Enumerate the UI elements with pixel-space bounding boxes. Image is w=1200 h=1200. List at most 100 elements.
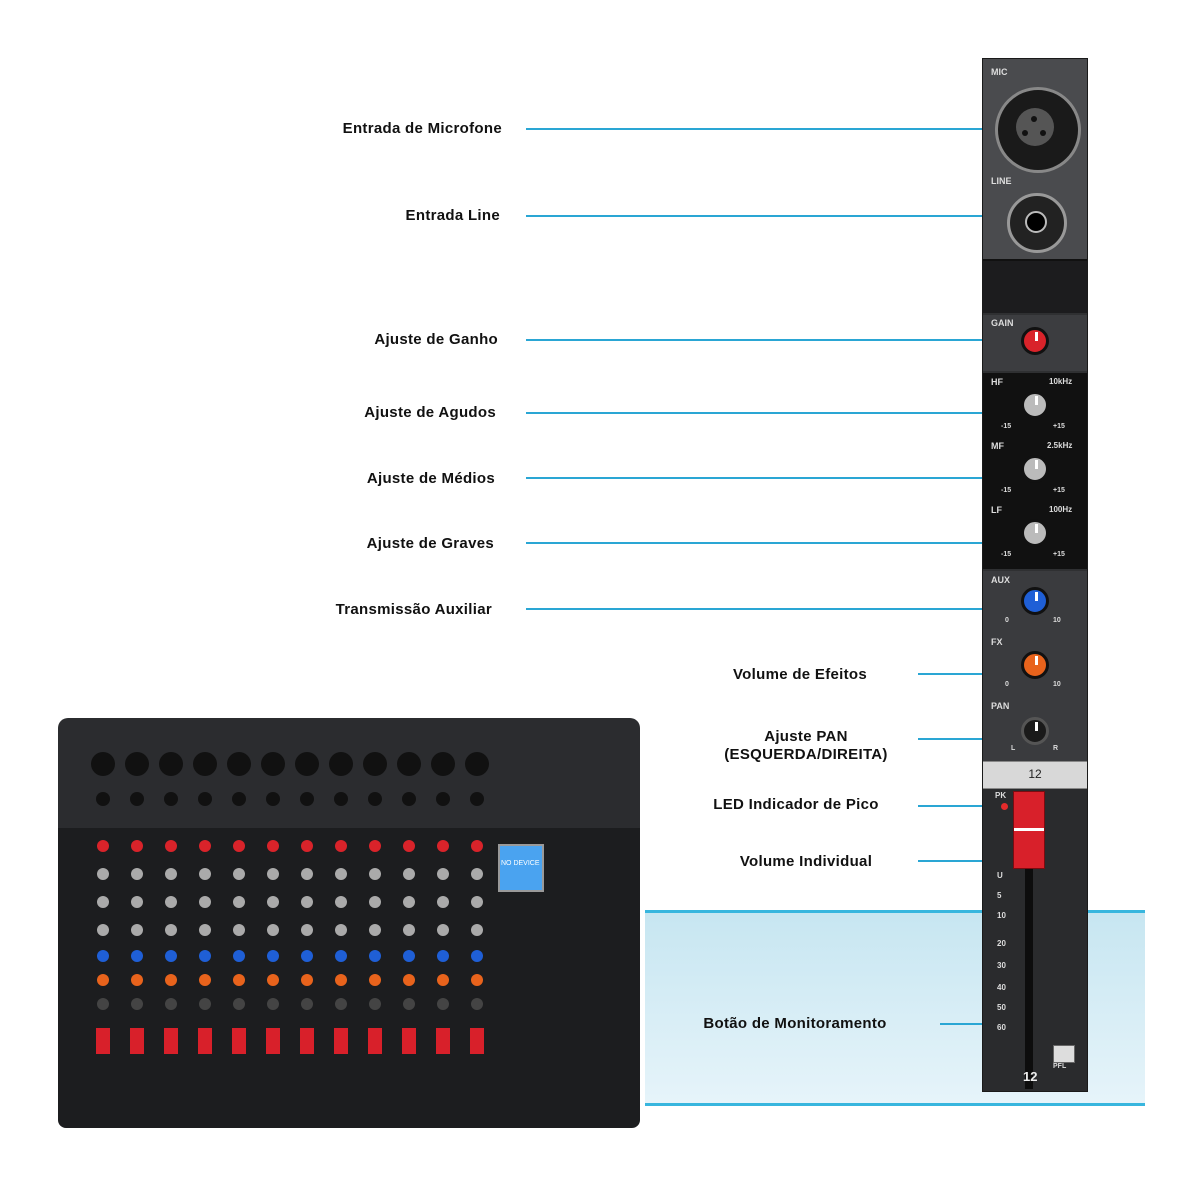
mini-fx-knob — [369, 974, 381, 986]
mini-lf-knob — [233, 924, 245, 936]
mini-line-jack — [266, 792, 280, 806]
mic-label: MIC — [991, 67, 1008, 77]
mini-mf-knob — [301, 896, 313, 908]
mini-fx-knob — [437, 974, 449, 986]
label-mic-input: Entrada de Microfone — [342, 120, 502, 137]
mini-fx-knob — [165, 974, 177, 986]
mini-line-jack — [198, 792, 212, 806]
mini-gain-knob — [233, 840, 245, 852]
mini-hf-knob — [369, 868, 381, 880]
mini-lf-knob — [267, 924, 279, 936]
label-pan-2: (ESQUERDA/DIREITA) — [724, 746, 888, 763]
fx-max: 10 — [1053, 681, 1061, 688]
label-pan-1: Ajuste PAN — [764, 728, 848, 745]
mini-gain-knob — [369, 840, 381, 852]
mini-pan-knob — [403, 998, 415, 1010]
pan-knob[interactable] — [1021, 717, 1049, 745]
mixer-channel — [360, 728, 390, 1118]
mini-fx-knob — [403, 974, 415, 986]
fx-label: FX — [991, 637, 1003, 647]
mini-fader — [266, 1028, 280, 1054]
mini-fader — [164, 1028, 178, 1054]
pfl-label: PFL — [1053, 1063, 1067, 1070]
leader-line-pan — [918, 738, 1020, 740]
leader-line-fx — [918, 673, 1020, 675]
mini-fx-knob — [471, 974, 483, 986]
label-fx-volume: Volume de Efeitos — [732, 666, 867, 683]
usb-display: NO DEVICE — [498, 844, 544, 892]
leader-line-gain — [526, 339, 1020, 341]
label-monitor-button: Botão de Monitoramento — [703, 1015, 887, 1032]
mini-fader — [96, 1028, 110, 1054]
label-channel-volume: Volume Individual — [739, 853, 873, 870]
mini-aux-knob — [97, 950, 109, 962]
mini-lf-knob — [199, 924, 211, 936]
mini-hf-knob — [233, 868, 245, 880]
aux-knob[interactable] — [1021, 587, 1049, 615]
mini-xlr-jack — [295, 752, 319, 776]
mini-xlr-jack — [125, 752, 149, 776]
gain-knob[interactable] — [1021, 327, 1049, 355]
mini-fader — [436, 1028, 450, 1054]
mini-mf-knob — [369, 896, 381, 908]
pan-label: PAN — [991, 701, 1010, 711]
line-jack[interactable] — [1007, 193, 1067, 253]
mini-fx-knob — [301, 974, 313, 986]
mini-gain-knob — [267, 840, 279, 852]
gain-label: GAIN — [991, 318, 1014, 328]
mini-fader — [300, 1028, 314, 1054]
label-mid: Ajuste de Médios — [366, 470, 495, 487]
mini-xlr-jack — [193, 752, 217, 776]
mixer-channel — [292, 728, 322, 1118]
mini-lf-knob — [301, 924, 313, 936]
mf-freq: 2.5kHz — [1047, 441, 1073, 450]
aux-max: 10 — [1053, 617, 1061, 624]
lf-label: LF — [991, 505, 1002, 515]
mini-xlr-jack — [363, 752, 387, 776]
leader-line-mic — [526, 128, 1014, 130]
pan-l: L — [1011, 745, 1016, 752]
fader-scale-mark: 5 — [997, 891, 1002, 900]
mini-gain-knob — [301, 840, 313, 852]
aux-label: AUX — [991, 575, 1011, 585]
mini-line-jack — [130, 792, 144, 806]
mini-fx-knob — [97, 974, 109, 986]
mini-mf-knob — [165, 896, 177, 908]
mini-hf-knob — [301, 868, 313, 880]
mixer-overview: NO DEVICE — [58, 718, 640, 1138]
hf-knob[interactable] — [1021, 391, 1049, 419]
peak-led — [1001, 803, 1008, 810]
channel-number-plate: 12 — [983, 761, 1087, 789]
mini-pan-knob — [471, 998, 483, 1010]
lf-knob[interactable] — [1021, 519, 1049, 547]
mini-mf-knob — [267, 896, 279, 908]
mini-fader — [470, 1028, 484, 1054]
label-treble: Ajuste de Agudos — [364, 404, 496, 421]
mini-lf-knob — [403, 924, 415, 936]
hf-freq: 10kHz — [1049, 377, 1073, 386]
mixer-channel — [258, 728, 288, 1118]
mixer-channel — [428, 728, 458, 1118]
mixer-channel — [394, 728, 424, 1118]
mini-xlr-jack — [227, 752, 251, 776]
mini-xlr-jack — [261, 752, 285, 776]
fader-track — [1025, 859, 1033, 1089]
mixer-top-panel — [58, 718, 640, 828]
fader-scale-mark: 40 — [997, 983, 1006, 992]
mini-xlr-jack — [397, 752, 421, 776]
mini-line-jack — [232, 792, 246, 806]
xlr-mic-jack[interactable] — [995, 87, 1081, 173]
fx-knob[interactable] — [1021, 651, 1049, 679]
mini-pan-knob — [335, 998, 347, 1010]
mini-mf-knob — [335, 896, 347, 908]
mini-line-jack — [96, 792, 110, 806]
fader-scale-mark: 30 — [997, 961, 1006, 970]
mf-min: -15 — [1001, 487, 1012, 494]
mini-lf-knob — [437, 924, 449, 936]
volume-fader[interactable] — [1013, 791, 1045, 869]
mini-xlr-jack — [159, 752, 183, 776]
pfl-button[interactable] — [1053, 1045, 1075, 1063]
mini-fx-knob — [233, 974, 245, 986]
mf-knob[interactable] — [1021, 455, 1049, 483]
